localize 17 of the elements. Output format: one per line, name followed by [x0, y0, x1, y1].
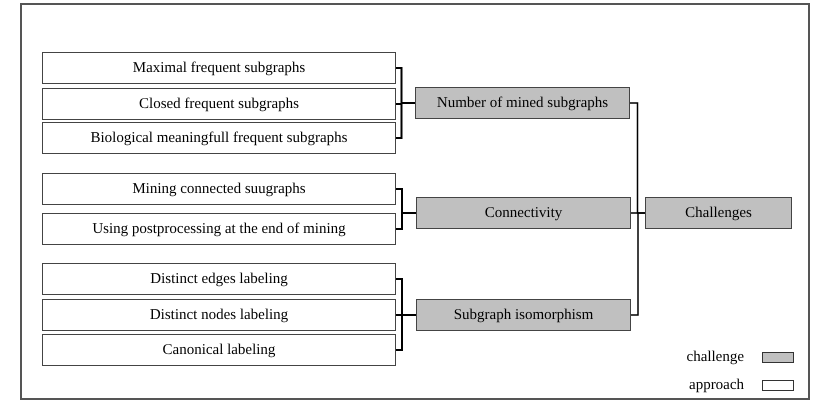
approach-box: Biological meaningfull frequent subgraphs: [42, 122, 396, 154]
challenge-box: Subgraph isomorphism: [416, 299, 631, 331]
challenge-box: Number of mined subgraphs: [415, 87, 630, 119]
legend-label: approach: [688, 376, 744, 395]
approach-box: Distinct nodes labeling: [42, 299, 396, 331]
approach-box: Mining connected suugraphs: [42, 173, 396, 205]
approach-box: Maximal frequent subgraphs: [42, 52, 396, 84]
approach-box: Using postprocessing at the end of mining: [42, 213, 396, 245]
approach-box: Canonical labeling: [42, 334, 396, 366]
connector-line: [631, 212, 645, 316]
legend-label: challenge: [686, 348, 744, 367]
challenge-box: Challenges: [645, 197, 792, 229]
approach-box: Distinct edges labeling: [42, 263, 396, 295]
approach-box: Closed frequent subgraphs: [42, 88, 396, 120]
challenge-box: Connectivity: [416, 197, 631, 229]
connector-line: [396, 314, 416, 351]
connector-line: [396, 212, 416, 230]
